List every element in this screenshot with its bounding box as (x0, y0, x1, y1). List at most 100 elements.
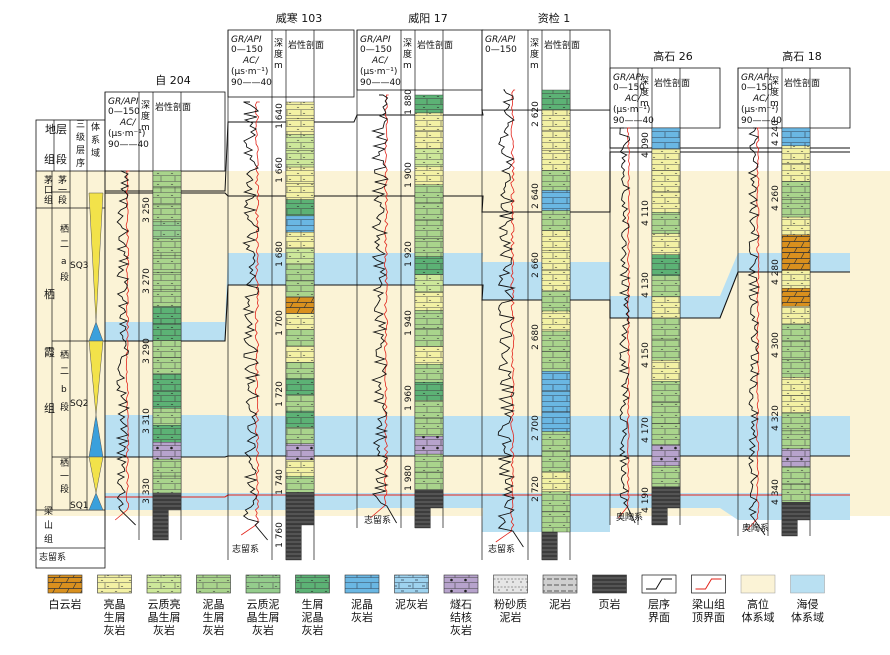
liangshan-top-boundary (105, 494, 850, 498)
lith-bed-db (651, 338, 681, 361)
legend-label: 页岩 (599, 597, 621, 611)
lith-bed-db (414, 364, 444, 383)
svg-text:域: 域 (91, 147, 100, 159)
legend-label: 灰岩 (203, 623, 225, 637)
gr-range: 0—150 (613, 83, 645, 93)
legend-label: 高位 (747, 597, 769, 611)
ac-range: 90——40 (231, 78, 272, 88)
lith-bed-db (152, 187, 182, 206)
ac-header: AC/ (624, 94, 641, 104)
depth-tick-label: 1 700 (275, 310, 285, 336)
lith-bed-lb (541, 129, 571, 151)
hst-triangle (88, 192, 104, 323)
svg-text:序: 序 (76, 157, 85, 169)
ac-header: AC/ (119, 118, 136, 128)
lith-bed-db (152, 204, 182, 223)
lith-bed-db (651, 317, 681, 340)
svg-text:栖: 栖 (60, 223, 69, 235)
svg-text:段: 段 (60, 271, 69, 283)
svg-text:组: 组 (44, 401, 55, 415)
depth-tick-label: 4 280 (771, 259, 781, 285)
lith-bed-db (541, 451, 571, 472)
lith-header: 岩性剖面 (784, 77, 820, 89)
ac-range: 90——40 (741, 116, 782, 126)
sequence-boundary-sq2 (105, 271, 850, 342)
lith-bed-cal (152, 221, 182, 240)
depth-tick-label: 3 290 (142, 338, 152, 364)
lith-bed-lb (541, 230, 571, 251)
well-columns: 自 204GR/API0—150AC/(μs·m⁻¹)90——40深度m岩性剖面… (35, 11, 851, 569)
lith-bed-lb (541, 109, 571, 131)
legend-label: 灰岩 (153, 623, 175, 637)
lith-bed-bt (781, 448, 811, 467)
basement-bed (414, 507, 431, 529)
depth-header-char: 度 (770, 86, 779, 98)
svg-text:a: a (61, 257, 67, 267)
svg-text:层: 层 (76, 145, 85, 156)
strat-qixia-formation: 栖霞组 (44, 287, 55, 415)
header-systems-tract: 体 系 域 (91, 121, 100, 159)
lith-header: 岩性剖面 (155, 101, 191, 113)
lith-bed-lb (651, 296, 681, 319)
sequence-boundary-sq1 (105, 455, 850, 458)
lith-bed-dj (152, 306, 182, 324)
lith-bed-sh (651, 486, 681, 509)
lith-bed-bw (285, 248, 315, 265)
lith-bed-bl (781, 127, 811, 147)
depth-tick-label: 4 300 (771, 332, 781, 358)
lith-bed-db (781, 484, 811, 503)
depth-tick-label: 3 310 (142, 408, 152, 434)
lith-bed-lb (285, 345, 315, 363)
lith-bed-db (414, 220, 444, 239)
legend-item-do: 白云岩 (47, 574, 83, 611)
well-w4: 高石 26GR/API0—150AC/(μs·m⁻¹)90——40深度m岩性剖面… (609, 49, 721, 526)
lith-bed-sh (285, 508, 315, 526)
lith-bed-lb (651, 360, 681, 382)
lith-bed-dj (414, 94, 444, 114)
basement-bed (651, 507, 668, 526)
ac-unit: (μs·m⁻¹) (613, 105, 650, 115)
ac-curve (240, 101, 260, 536)
depth-tick-label: 2 720 (531, 476, 541, 502)
svg-text:茅: 茅 (44, 175, 53, 186)
basement-bed (541, 531, 558, 561)
depth-tick-label: 1 760 (275, 522, 285, 548)
depth-header-char: 度 (403, 48, 412, 60)
lith-header: 岩性剖面 (544, 39, 580, 51)
lith-bed-dj (285, 410, 315, 428)
lith-bed-lb (651, 233, 681, 255)
depth-tick-label: 4 170 (641, 417, 651, 443)
svg-text:口: 口 (44, 186, 53, 196)
gr-range: 0—150 (741, 83, 773, 93)
legend-label: 灰岩 (450, 623, 472, 637)
lith-bed-lb (651, 170, 681, 192)
lith-bed-db (152, 289, 182, 307)
lith-bed-do (781, 288, 811, 307)
basement-bed (152, 509, 169, 541)
lith-bed-bl (285, 215, 315, 233)
lith-bed-lb (285, 101, 315, 119)
ac-range: 90——40 (613, 116, 654, 126)
ac-header: AC/ (371, 56, 388, 66)
lith-bed-lb (285, 231, 315, 249)
lith-bed-db (285, 264, 315, 282)
lith-bed-lb (781, 270, 811, 289)
ac-curve (495, 89, 516, 543)
lith-bed-db (152, 340, 182, 358)
lith-bed-bw (285, 150, 315, 168)
lith-bed-dj (414, 256, 444, 275)
gr-curve (242, 101, 268, 541)
svg-text:一: 一 (60, 472, 69, 482)
legend-label: 生屑 (302, 597, 324, 611)
legend-label: 泥岩 (500, 610, 522, 624)
depth-tick-label: 3 270 (142, 268, 152, 294)
depth-tick-label: 4 110 (641, 200, 651, 226)
lith-bed-db (781, 341, 811, 360)
depth-header-char: 深 (770, 76, 779, 87)
